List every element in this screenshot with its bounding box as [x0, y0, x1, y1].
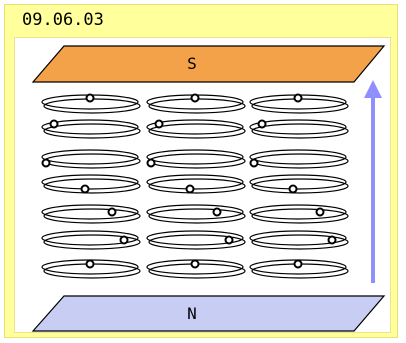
electron-dot [41, 158, 51, 168]
electron-dot [315, 207, 325, 217]
orbit-loop [148, 153, 246, 169]
orbit-loop [43, 178, 141, 194]
electron-dot [293, 259, 303, 269]
north-pole-label: N [187, 304, 197, 323]
electron-dot [224, 235, 234, 245]
electron-dot [293, 93, 303, 103]
orbit-loop [43, 234, 141, 250]
electron-dot [185, 184, 195, 194]
orbit-loop [148, 123, 246, 139]
orbit-loop [146, 149, 244, 165]
orbit-loop [43, 153, 141, 169]
electron-dot [154, 119, 164, 129]
electron-dot [190, 259, 200, 269]
diagram-panel [14, 37, 391, 333]
orbit-loop [41, 149, 139, 165]
orbit-loop [251, 153, 349, 169]
electron-dot [327, 235, 337, 245]
electron-dot [85, 259, 95, 269]
orbit-loop [41, 204, 139, 220]
orbit-loop [249, 204, 347, 220]
electron-dot [249, 158, 259, 168]
orbit-loop [41, 174, 139, 190]
orbit-loop [148, 208, 246, 224]
electron-dot [212, 207, 222, 217]
orbit-loop [251, 123, 349, 139]
electron-dot [80, 184, 90, 194]
orbit-loop [249, 174, 347, 190]
orbit-loop [43, 208, 141, 224]
electron-dot [146, 158, 156, 168]
electron-dot [288, 184, 298, 194]
orbit-loop [249, 149, 347, 165]
electron-dot [119, 235, 129, 245]
south-pole-label: S [187, 54, 197, 73]
electron-dot [257, 119, 267, 129]
orbit-loop [249, 119, 347, 135]
orbit-loop [148, 234, 246, 250]
electron-orbits [41, 93, 349, 279]
orbit-loop [43, 123, 141, 139]
electron-dot [49, 119, 59, 129]
orbit-loop [146, 174, 244, 190]
orbit-loop [249, 230, 347, 246]
electron-dot [85, 93, 95, 103]
orbit-loop [41, 119, 139, 135]
diagram-title: 09.06.03 [22, 10, 104, 30]
orbit-loop [251, 208, 349, 224]
electron-dot [107, 207, 117, 217]
south-pole-plate [31, 45, 386, 83]
magnetic-field-arrow [364, 80, 382, 283]
orbit-loop [146, 230, 244, 246]
electron-dot [190, 93, 200, 103]
orbit-loop [251, 178, 349, 194]
orbit-loop [251, 234, 349, 250]
orbit-loop [146, 204, 244, 220]
orbit-loop [41, 230, 139, 246]
orbit-loop [146, 119, 244, 135]
orbit-loop [148, 178, 246, 194]
north-pole-plate [31, 295, 386, 332]
